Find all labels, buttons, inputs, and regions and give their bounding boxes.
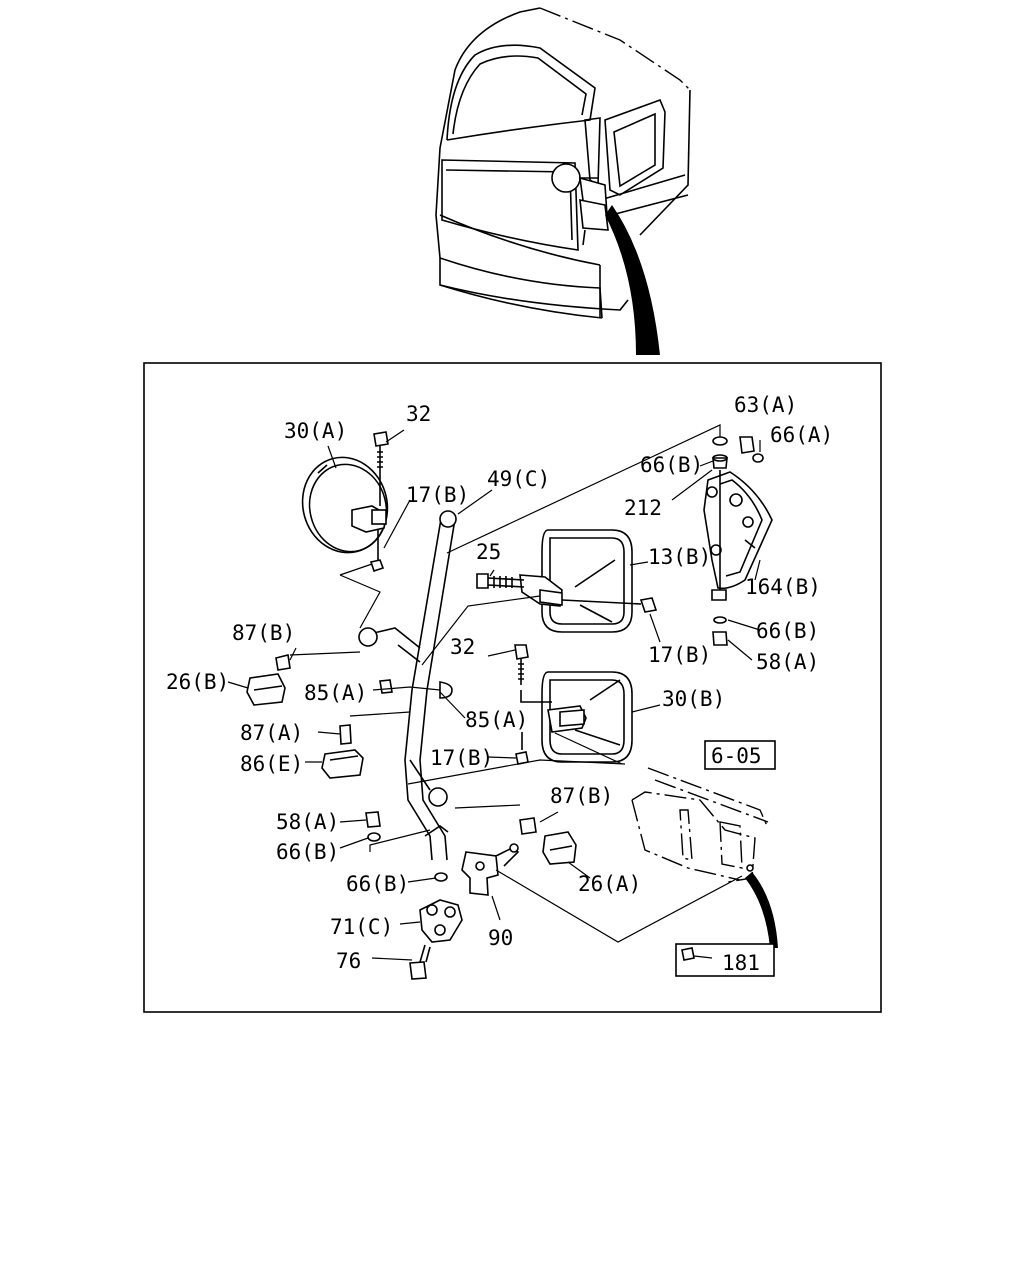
label-49c: 49(C)	[487, 467, 550, 491]
label-212: 212	[624, 496, 662, 520]
label-30b: 30(B)	[662, 687, 725, 711]
label-71c: 71(C)	[330, 915, 393, 939]
label-32-top: 32	[406, 402, 431, 426]
label-85a-left: 85(A)	[304, 681, 367, 705]
rect-mirror-13b	[476, 529, 658, 633]
label-181: 181	[722, 951, 760, 975]
label-87b-left: 87(B)	[232, 621, 295, 645]
label-90: 90	[488, 926, 513, 950]
truck-cab-overview	[435, 7, 691, 355]
label-17b-low: 17(B)	[430, 746, 493, 770]
label-13b: 13(B)	[648, 545, 711, 569]
left-small-parts	[246, 654, 577, 980]
inset-label-box	[704, 740, 776, 770]
label-30a: 30(A)	[284, 419, 347, 443]
label-17b-mid: 17(B)	[648, 643, 711, 667]
label-32-mid: 32	[450, 635, 475, 659]
label-6-05: 6-05	[711, 744, 762, 768]
label-66b-left: 66(B)	[276, 840, 339, 864]
leader-lines	[227, 424, 761, 961]
label-86e: 86(E)	[240, 752, 303, 776]
detail-frame	[143, 362, 882, 1013]
label-58a-right: 58(A)	[756, 650, 819, 674]
label-164b: 164(B)	[745, 575, 821, 599]
label-66b-low: 66(B)	[346, 872, 409, 896]
label-87b-low: 87(B)	[550, 784, 613, 808]
upper-bracket-164b	[703, 436, 773, 646]
label-26a: 26(A)	[578, 872, 641, 896]
mirror-stay-49c	[358, 510, 457, 861]
inset-panel-6-05	[631, 740, 778, 977]
label-63a: 63(A)	[734, 393, 797, 417]
label-76: 76	[336, 949, 361, 973]
label-66a: 66(A)	[770, 423, 833, 447]
round-mirror-30a	[301, 431, 389, 573]
label-66b-top: 66(B)	[640, 453, 703, 477]
label-87a: 87(A)	[240, 721, 303, 745]
label-58a-left: 58(A)	[276, 810, 339, 834]
label-17b-top: 17(B)	[406, 483, 469, 507]
callout-labels: 30(A) 32 17(B) 49(C) 63(A) 66(A) 66(B) 2…	[166, 393, 833, 975]
label-25: 25	[476, 540, 501, 564]
label-26b: 26(B)	[166, 670, 229, 694]
rect-mirror-30b	[514, 644, 633, 765]
label-66b-right: 66(B)	[756, 619, 819, 643]
label-85a-right: 85(A)	[465, 708, 528, 732]
